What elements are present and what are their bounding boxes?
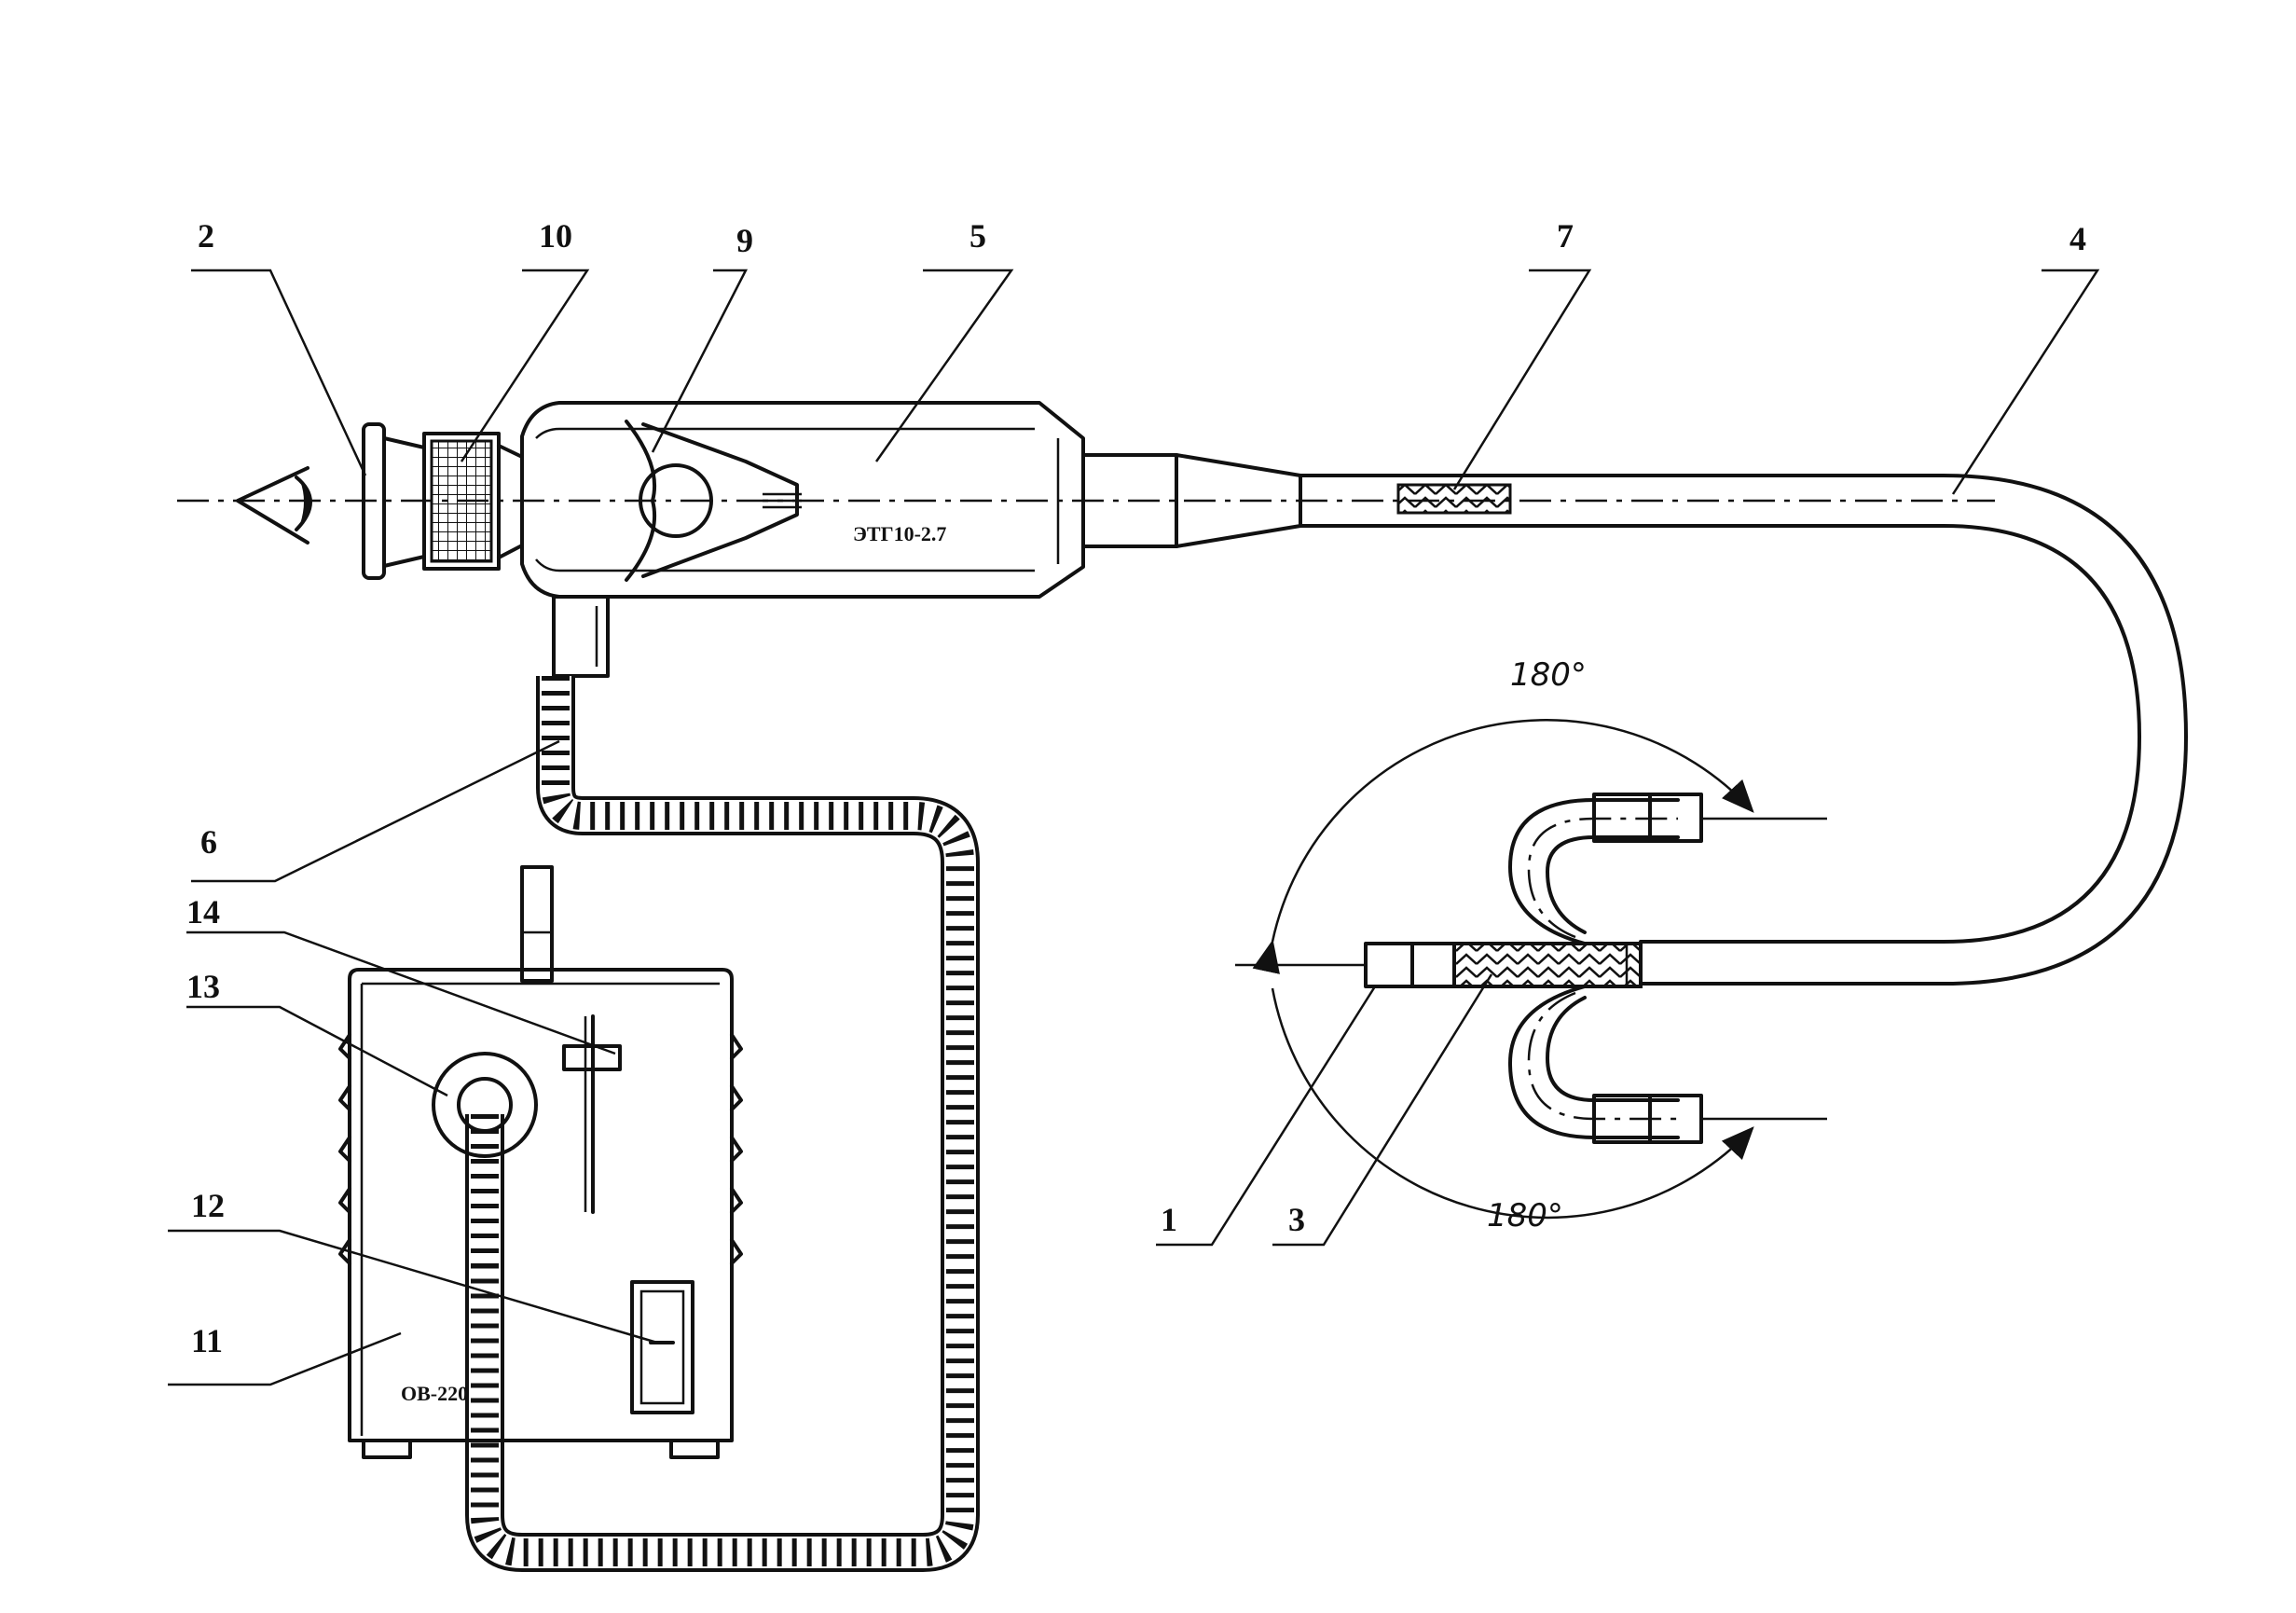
callout-3: 3	[1288, 1201, 1305, 1238]
callout-9: 9	[736, 222, 753, 259]
endoscope-model-label: ЭТГ10-2.7	[853, 522, 946, 545]
callout-14: 14	[186, 893, 220, 931]
callout-2: 2	[198, 217, 214, 255]
callout-4: 4	[2069, 220, 2086, 257]
callout-5: 5	[969, 217, 986, 255]
callout-7: 7	[1557, 217, 1574, 255]
angle-label-top: 180°	[1510, 656, 1587, 694]
flexible-insertion-tube	[1299, 474, 2188, 986]
angle-label-bottom: 180°	[1487, 1197, 1563, 1234]
distal-tip	[1235, 793, 1827, 1144]
objective-lens	[625, 420, 802, 582]
callout-10: 10	[539, 217, 572, 255]
light-cable	[465, 676, 980, 1572]
eye-icon	[236, 466, 312, 545]
light-guide-connector	[552, 595, 610, 678]
endoscope-body	[520, 401, 1085, 599]
lamp-socket	[432, 1052, 538, 1158]
callout-labels: 2 10 9 5 7 4 6 14 13 12 11 1 3	[186, 217, 2086, 1359]
deflection-angle-arcs: 180° 180°	[1252, 656, 1754, 1234]
power-indicator-window	[630, 1280, 694, 1414]
leader-lines	[168, 269, 2100, 1386]
callout-12: 12	[191, 1187, 225, 1224]
light-source-model-label: ОВ-220	[401, 1382, 468, 1405]
focus-ring	[422, 432, 524, 571]
insertion-tube-taper	[1081, 453, 1302, 548]
light-source-unit: ОВ-220	[338, 865, 743, 1459]
callout-13: 13	[186, 968, 220, 1005]
callout-11: 11	[191, 1322, 223, 1359]
callout-1: 1	[1161, 1201, 1177, 1238]
callout-6: 6	[200, 823, 217, 861]
